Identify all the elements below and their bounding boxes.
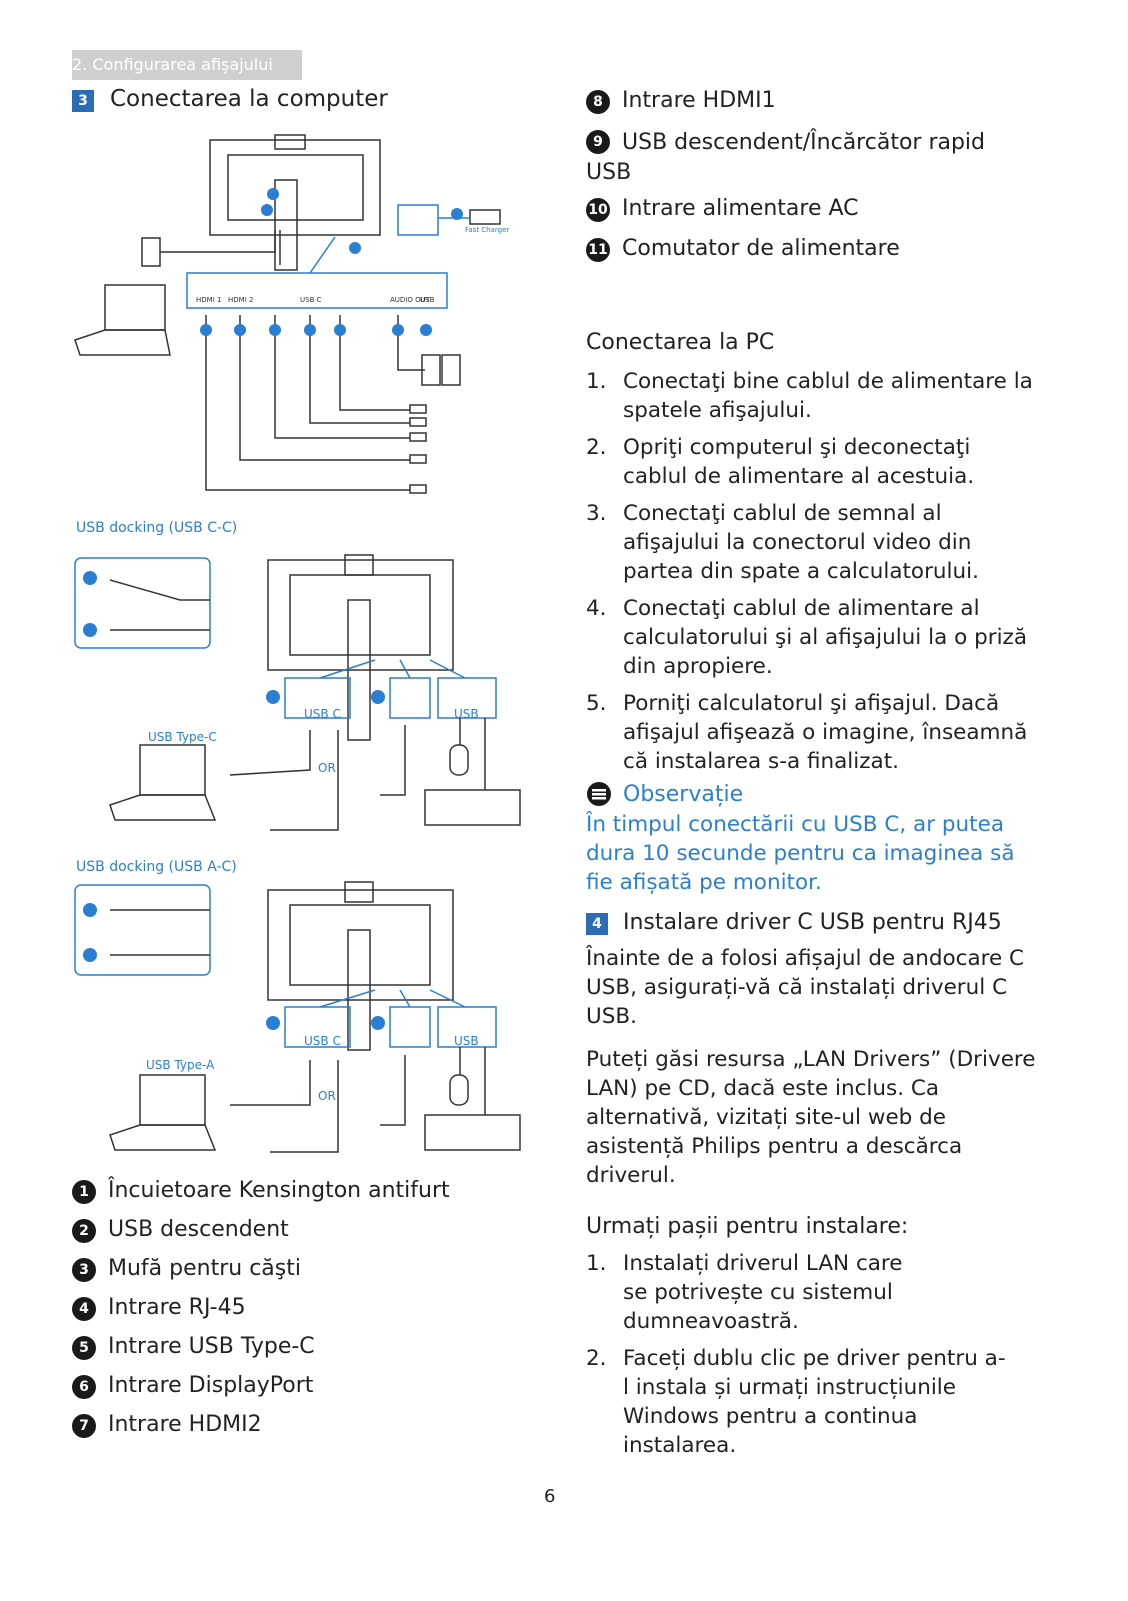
note-text: În timpul conectării cu USB C, ar putea …	[586, 812, 1015, 895]
note-icon	[587, 782, 611, 806]
step-item: 5. Porniţi calculatorul şi afişajul. Dacă…	[586, 689, 1036, 776]
legend-number: 10	[586, 198, 610, 222]
step-text: Conectaţi bine cablul de alimentare la s…	[623, 369, 1033, 423]
step-number: 1.	[586, 369, 607, 394]
step-number: 5.	[586, 691, 607, 716]
legend-text: Mufă pentru căşti	[108, 1256, 301, 1281]
usb-docking-cc-label: USB docking (USB C-C)	[76, 520, 238, 536]
step-text: Porniţi calculatorul şi afişajul. Dacă a…	[623, 691, 1028, 774]
section4-title: Instalare driver C USB pentru RJ45	[623, 910, 1002, 935]
section4-header: 4 Instalare driver C USB pentru RJ45	[586, 910, 1041, 944]
legend-number: 3	[72, 1258, 96, 1282]
step-item: 2. Opriţi computerul şi deconectaţi cablu…	[586, 433, 1036, 491]
legend-number: 5	[72, 1336, 96, 1360]
legend-item: 8 Intrare HDMI1	[586, 88, 1026, 128]
step-item: 2. Faceți dublu clic pe driver pentru a-l…	[586, 1344, 1041, 1460]
step-number: 4.	[586, 596, 607, 621]
monitor-top	[209, 139, 381, 236]
legend-item: 9 USB descendent/Încărcător rapid USB	[586, 128, 1026, 188]
port-label-usb: USB	[420, 296, 435, 304]
legend-text: Intrare USB Type-C	[108, 1334, 315, 1359]
port-label-audio: AUDIO OUT	[390, 296, 431, 304]
section4-number-badge: 4	[586, 913, 608, 935]
step-text: Conectaţi cablul de semnal al afişajului…	[623, 501, 979, 584]
legend-item: 10 Intrare alimentare AC	[586, 196, 1026, 236]
port-label-usbc: USB C	[300, 296, 322, 304]
legend-text: Comutator de alimentare	[622, 236, 900, 261]
legend-number: 8	[586, 90, 610, 114]
legend-number: 9	[586, 130, 610, 154]
port-label-hdmi1: HDMI 1	[196, 296, 221, 304]
section-header-label: 2. Configurarea afişajului	[72, 55, 273, 74]
step-item: 1. Instalați driverul LAN care se potrive…	[586, 1249, 1041, 1336]
legend-text: Intrare HDMI2	[108, 1412, 262, 1437]
legend-text: Intrare RJ-45	[108, 1295, 246, 1320]
or-label-1: OR	[318, 761, 336, 775]
legend-right: 8 Intrare HDMI1 9 USB descendent/Încărcă…	[586, 88, 1026, 276]
legend-item: 11 Comutator de alimentare	[586, 236, 1026, 276]
step-text: Faceți dublu clic pe driver pentru a-l i…	[623, 1346, 1006, 1458]
section-number-badge: 3	[72, 90, 94, 112]
legend-text: USB descendent	[108, 1217, 289, 1242]
legend-text: Încuietoare Kensington antifurt	[108, 1178, 450, 1203]
legend-text: Intrare alimentare AC	[622, 196, 859, 221]
legend-number: 2	[72, 1219, 96, 1243]
step-text: Opriţi computerul şi deconectaţi cablul …	[623, 435, 975, 489]
step-item: 4. Conectaţi cablul de alimentare al calc…	[586, 594, 1036, 681]
section-header-tab: 2. Configurarea afişajului	[72, 50, 302, 80]
step-text: Instalați driverul LAN care se potriveșt…	[623, 1251, 903, 1334]
usb-label-1: USB	[454, 707, 479, 721]
legend-number: 1	[72, 1180, 96, 1204]
usb-label-2: USB	[454, 1034, 479, 1048]
note-header: Observație	[586, 780, 1036, 810]
section4: 4 Instalare driver C USB pentru RJ45 Îna…	[586, 910, 1041, 1468]
note-section: Observație În timpul conectării cu USB C…	[586, 780, 1036, 897]
install-steps: 1. Instalați driverul LAN care se potrive…	[586, 1249, 1041, 1460]
install-steps-title: Urmați pașii pentru instalare:	[586, 1214, 909, 1239]
page-number: 6	[544, 1486, 556, 1507]
usb-type-c-label: USB Type-C	[148, 730, 217, 744]
legend-text: Intrare HDMI1	[622, 88, 776, 113]
step-item: 3. Conectaţi cablul de semnal al afişajul…	[586, 499, 1036, 586]
pc-connect-section: Conectarea la PC 1. Conectaţi bine cablul…	[586, 328, 1036, 784]
port-label-hdmi2: HDMI 2	[228, 296, 253, 304]
or-label-2: OR	[318, 1089, 336, 1103]
note-title: Observație	[623, 782, 744, 807]
connection-diagram: HDMI 1 HDMI 2 USB C AUDIO OUT USB Fast C…	[74, 134, 521, 1153]
legend-text: Intrare DisplayPort	[108, 1373, 314, 1398]
usbc-label-1: USB C	[304, 707, 341, 721]
usb-type-a-label: USB Type-A	[146, 1058, 215, 1072]
fast-charger-label: Fast Charger	[465, 226, 509, 234]
step-number: 2.	[586, 1346, 607, 1371]
usb-docking-ac-label: USB docking (USB A-C)	[76, 859, 237, 875]
step-number: 1.	[586, 1251, 607, 1276]
section4-paragraph-2: Puteți găsi resursa „LAN Drivers” (Drive…	[586, 1047, 1036, 1188]
pc-connect-steps: 1. Conectaţi bine cablul de alimentare la…	[586, 367, 1036, 776]
pc-connect-title: Conectarea la PC	[586, 330, 775, 355]
legend-number: 7	[72, 1414, 96, 1438]
step-number: 2.	[586, 435, 607, 460]
legend-number: 6	[72, 1375, 96, 1399]
usbc-label-2: USB C	[304, 1034, 341, 1048]
section4-paragraph-1: Înainte de a folosi afișajul de andocare…	[586, 946, 1025, 1029]
legend-number: 11	[586, 238, 610, 262]
step-text: Conectaţi cablul de alimentare al calcul…	[623, 596, 1028, 679]
step-item: 1. Conectaţi bine cablul de alimentare la…	[586, 367, 1036, 425]
step-number: 3.	[586, 501, 607, 526]
legend-text: USB descendent/Încărcător rapid USB	[586, 130, 986, 185]
section-title: Conectarea la computer	[110, 86, 388, 112]
legend-number: 4	[72, 1297, 96, 1321]
